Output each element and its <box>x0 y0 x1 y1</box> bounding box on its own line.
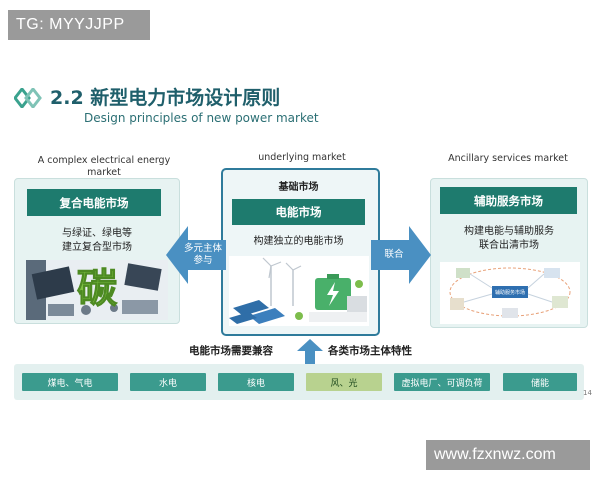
ancillary-market-description: 构建电能与辅助服务 联合出清市场 <box>464 226 554 251</box>
right-arrow-icon <box>371 226 431 284</box>
joint-arrow-label: 联合 <box>384 249 404 260</box>
multi-party-arrow-label: 多元主体 参与 <box>183 243 222 266</box>
ancillary-market-heading: 辅助服务市场 <box>440 187 577 214</box>
chip-wind-solar: 风、光 <box>306 373 382 391</box>
diamond-logo-icon <box>14 88 42 108</box>
chip-hydro: 水电 <box>130 373 206 391</box>
middle-caption: underlying market <box>258 152 346 163</box>
up-arrow-icon <box>297 339 323 369</box>
watermark-bottom-right: www.fzxnwz.com <box>426 440 590 470</box>
ancillary-services-diagram-image: 辅助服务市场 <box>440 262 580 324</box>
watermark-top-left: TG: MYYJJPP <box>8 10 150 40</box>
page-subtitle: Design principles of new power market <box>84 111 319 125</box>
chip-storage: 储能 <box>503 373 577 391</box>
chip-nuclear: 核电 <box>218 373 294 391</box>
chip-virtual-plant: 虚拟电厂、可调负荷 <box>394 373 490 391</box>
right-caption: Ancillary services market <box>448 153 568 164</box>
participant-characteristics-label: 各类市场主体特性 <box>328 345 412 357</box>
complex-market-heading: 复合电能市场 <box>27 189 161 216</box>
base-market-label: 基础市场 <box>278 182 319 193</box>
carbon-character: 碳 <box>77 266 118 312</box>
left-caption: A complex electrical energy market <box>37 155 171 178</box>
page-number: 14 <box>583 389 592 397</box>
chip-coal-gas: 煤电、气电 <box>22 373 118 391</box>
energy-market-heading: 电能市场 <box>232 199 365 225</box>
carbon-illustration-image: 碳 <box>26 260 168 320</box>
left-arrow-icon <box>166 226 226 284</box>
compatibility-label: 电能市场需要兼容 <box>189 345 273 357</box>
ancillary-diagram-center-label: 辅助服务市场 <box>495 289 525 296</box>
energy-market-description: 构建独立的电能市场 <box>253 236 344 247</box>
power-plant-illustration-image <box>229 256 369 326</box>
complex-market-description: 与绿证、绿电等 建立复合型市场 <box>62 228 132 253</box>
page-title: 2.2 新型电力市场设计原则 <box>50 87 281 109</box>
